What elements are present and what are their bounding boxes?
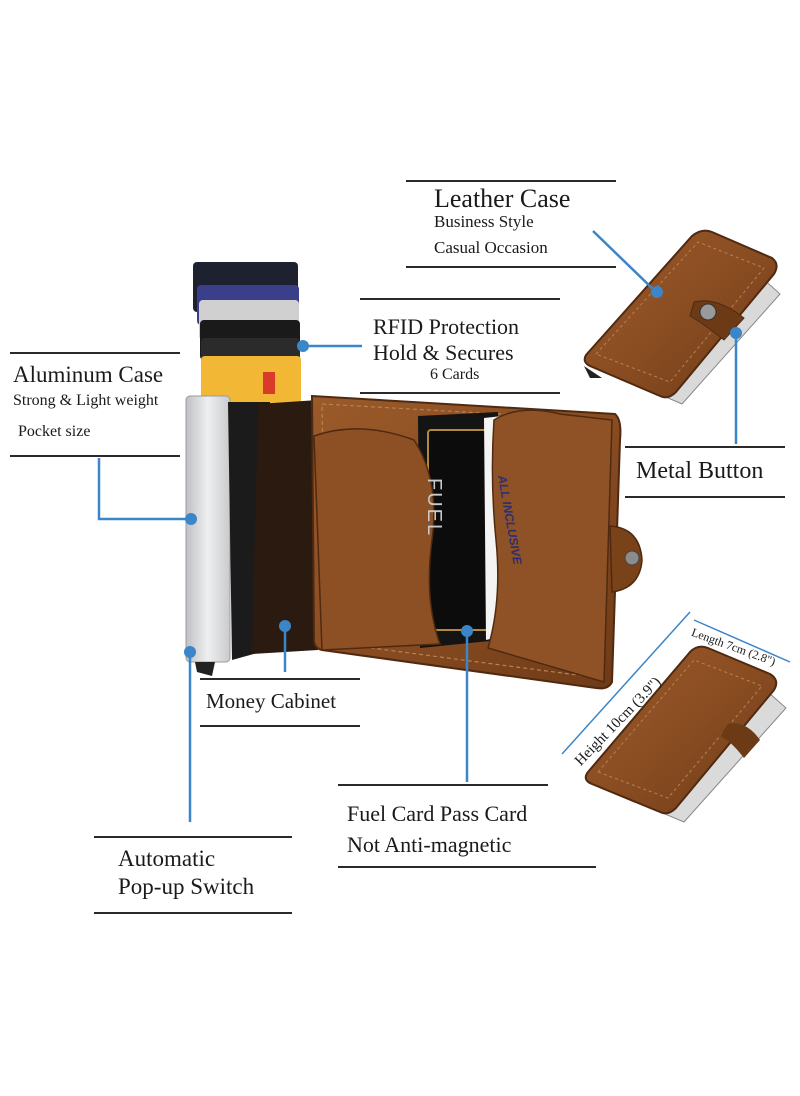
rfid-title: RFID Protection: [373, 314, 520, 339]
leather-case-line1: Business Style: [434, 212, 534, 231]
popup-cards: [193, 262, 301, 406]
aluminum-line1: Strong & Light weight: [13, 392, 159, 409]
aluminum-top-line: [10, 352, 180, 354]
rfid-bottom-line: [360, 392, 560, 394]
popup-top-line: [94, 836, 292, 838]
leather-case-line2: Casual Occasion: [434, 238, 548, 257]
money-cabinet-bottom-line: [200, 725, 360, 727]
fuel-card-text: FUEL: [423, 478, 445, 537]
dimension-case: [561, 611, 791, 823]
aluminum-bottom-line: [10, 455, 180, 457]
fuel-bottom-line: [338, 866, 596, 868]
popup-bottom-line: [94, 912, 292, 914]
leather-case-bottom-line: [406, 266, 616, 268]
metal-button-bottom-line: [625, 496, 785, 498]
money-cabinet-top-line: [200, 678, 360, 680]
open-leather-wallet: [310, 394, 643, 690]
fuel-top-line: [338, 784, 548, 786]
fuel-line1: Fuel Card Pass Card: [347, 801, 528, 826]
aluminum-title: Aluminum Case: [13, 362, 164, 387]
rfid-top-line: [360, 298, 560, 300]
leather-case-title: Leather Case: [434, 184, 571, 213]
aluminum-case: [185, 395, 231, 663]
aluminum-line2: Pocket size: [18, 423, 91, 440]
rfid-line2: 6 Cards: [430, 366, 480, 383]
leather-case-top-line: [406, 180, 616, 182]
money-cabinet: [228, 400, 318, 660]
closed-leather-case: [583, 229, 781, 405]
rfid-line1: Hold & Secures: [373, 340, 514, 365]
popup-line1: Automatic: [118, 846, 216, 871]
metal-button-title: Metal Button: [636, 458, 764, 484]
fuel-line2: Not Anti-magnetic: [347, 832, 512, 857]
callout-lines: [97, 230, 742, 822]
popup-line2: Pop-up Switch: [118, 874, 255, 899]
money-cabinet-title: Money Cabinet: [206, 689, 337, 713]
metal-button-top-line: [625, 446, 785, 448]
